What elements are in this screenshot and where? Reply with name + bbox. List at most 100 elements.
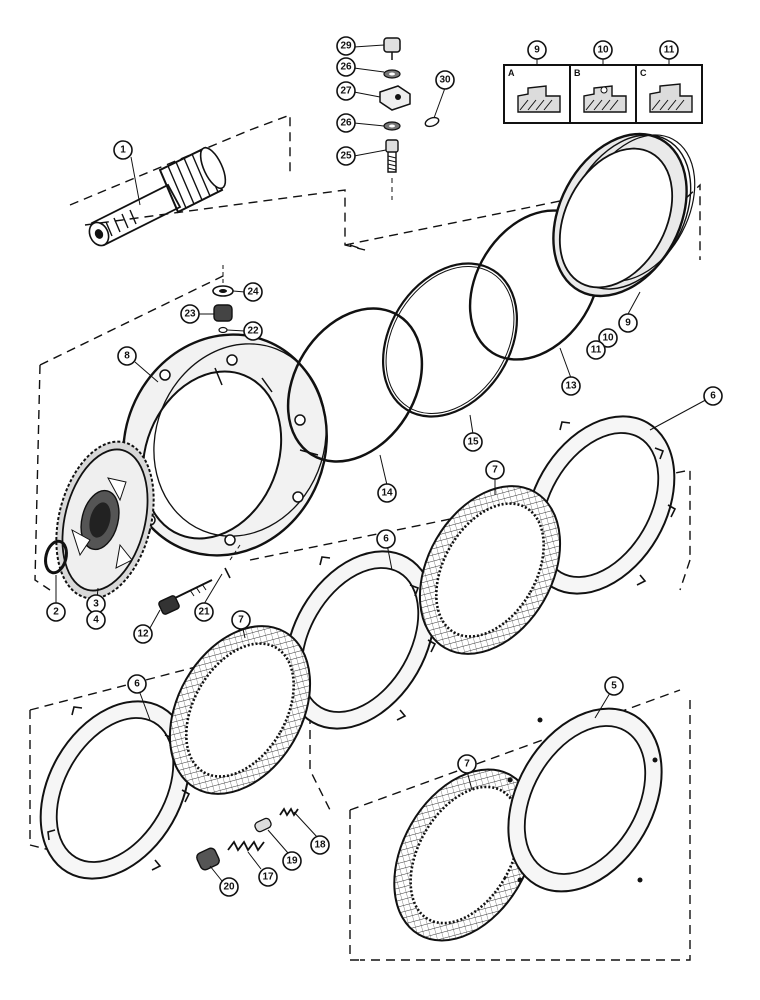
callout-number: 14	[381, 488, 393, 499]
callout-circle	[376, 529, 396, 549]
callout-c27: 27	[336, 81, 356, 101]
callout-c1: 1	[113, 140, 133, 160]
callout-number: 15	[467, 437, 479, 448]
inset-header-10-text: 10	[597, 45, 609, 56]
assembly-dashed-outlines	[29, 113, 701, 961]
piston-part	[552, 132, 696, 298]
callout-number: 24	[247, 287, 259, 298]
inset-section-c	[649, 83, 693, 113]
callout-number: 6	[710, 391, 716, 402]
callout-c29: 29	[336, 36, 356, 56]
callout-number: 30	[439, 75, 451, 86]
callout-circle	[243, 282, 263, 302]
callout-number: 26	[340, 62, 352, 73]
callout-c24: 24	[243, 282, 263, 302]
housing-bolt-parts	[158, 544, 241, 615]
callout-c20: 20	[219, 877, 239, 897]
callout-number: 23	[184, 309, 196, 320]
callout-c7a: 7	[485, 460, 505, 480]
inset-header-10	[593, 40, 613, 60]
callout-number: 4	[93, 615, 99, 626]
callout-number: 17	[262, 872, 274, 883]
callout-number: 22	[247, 326, 259, 337]
part-callouts: 1234566677789101112131415171819202122232…	[46, 36, 723, 897]
callout-circle	[86, 610, 106, 630]
inset-section-b	[583, 85, 627, 113]
callout-c6c: 6	[127, 674, 147, 694]
callout-circle	[243, 321, 263, 341]
inset-letter-b: B	[574, 68, 581, 78]
callout-c18: 18	[310, 835, 330, 855]
callout-circle	[336, 113, 356, 133]
callout-circle	[231, 610, 251, 630]
inset-letter-a: A	[508, 68, 515, 78]
fitting-parts	[212, 265, 234, 334]
callout-c12: 12	[133, 624, 153, 644]
callout-c6b: 6	[376, 529, 396, 549]
callout-circle	[336, 36, 356, 56]
callout-circle	[282, 851, 302, 871]
callout-number: 21	[198, 607, 210, 618]
callout-circle	[117, 346, 137, 366]
callout-number: 8	[124, 351, 130, 362]
inset-section-a	[517, 85, 561, 113]
callout-circle	[435, 70, 455, 90]
callout-c26a: 26	[336, 57, 356, 77]
spring-assembly-parts	[196, 807, 299, 871]
callout-number: 1	[120, 145, 126, 156]
callout-c9: 9	[618, 313, 638, 333]
callout-c19: 19	[282, 851, 302, 871]
callout-c21: 21	[194, 602, 214, 622]
callout-number: 3	[93, 599, 99, 610]
callout-circle	[703, 386, 723, 406]
callout-c25: 25	[336, 146, 356, 166]
callout-c23: 23	[180, 304, 200, 324]
callout-c5: 5	[604, 676, 624, 696]
callout-number: 20	[223, 882, 235, 893]
callout-number: 2	[53, 607, 59, 618]
callout-circle	[113, 140, 133, 160]
callout-number: 13	[565, 381, 577, 392]
callout-circle	[604, 676, 624, 696]
callout-c10: 10	[598, 328, 618, 348]
callout-c8: 8	[117, 346, 137, 366]
snap-ring-part	[44, 539, 68, 575]
callout-circle	[457, 754, 477, 774]
callout-c2: 2	[46, 602, 66, 622]
callout-c15: 15	[463, 432, 483, 452]
callout-c22: 22	[243, 321, 263, 341]
callout-circle	[463, 432, 483, 452]
callout-circle	[127, 674, 147, 694]
callout-number: 7	[238, 615, 244, 626]
pressure-plate-part	[507, 707, 663, 893]
callout-number: 18	[314, 840, 326, 851]
clutch-housing-part	[122, 333, 328, 557]
callout-leaders	[55, 44, 714, 882]
shaft-part	[88, 146, 227, 247]
inset-header-9-text: 9	[534, 45, 540, 56]
callout-number: 10	[602, 333, 614, 344]
callout-circle	[180, 304, 200, 324]
callout-number: 7	[464, 759, 470, 770]
callout-number: 29	[340, 41, 352, 52]
callout-circle	[485, 460, 505, 480]
separator-plate-parts	[39, 415, 677, 880]
bolt-stack-parts	[379, 37, 440, 200]
callout-number: 11	[591, 345, 602, 356]
callout-circle	[561, 376, 581, 396]
inset-header-11	[659, 40, 679, 60]
callout-number: 5	[611, 681, 617, 692]
callout-c11: 11	[586, 340, 606, 360]
callout-number: 6	[134, 679, 140, 690]
callout-c30: 30	[435, 70, 455, 90]
callout-number: 26	[340, 118, 352, 129]
callout-c26b: 26	[336, 113, 356, 133]
callout-number: 6	[383, 534, 389, 545]
callout-circle	[377, 483, 397, 503]
callout-c7b: 7	[231, 610, 251, 630]
callout-circle	[598, 328, 618, 348]
callout-circle	[194, 602, 214, 622]
callout-circle	[586, 340, 606, 360]
callout-number: 27	[340, 86, 352, 97]
